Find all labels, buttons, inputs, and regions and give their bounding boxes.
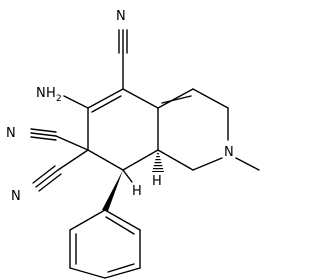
atom-n-top: N (116, 9, 126, 24)
bond-ph-inner-b (107, 263, 135, 273)
atom-n-ring: N (224, 145, 234, 160)
ring-left (87, 88, 159, 171)
atom-h-8: H (132, 184, 142, 199)
bond-c5-c6 (87, 88, 124, 109)
bond-c8-c8a (122, 149, 159, 171)
stereo-h-8a: H (152, 150, 164, 189)
atom-n-left-lower: N (11, 189, 21, 204)
bond-triple-lower-a (32, 165, 56, 184)
bond-c7-cn-upper (55, 135, 89, 151)
atom-h-8a: H (152, 174, 162, 189)
bond-c7-c8 (87, 149, 124, 171)
bond-c7-cn-lower (57, 149, 89, 171)
bond-n-methyl (235, 157, 260, 171)
phenyl-c8 (69, 170, 141, 279)
bond-triple-upper-b (30, 132, 57, 137)
bond-c8-h (122, 169, 133, 183)
bond-ph-3-4 (69, 267, 106, 279)
bond-c4a-c4 (157, 88, 194, 109)
dinitrile-c7: N N (6, 126, 89, 204)
bond-c6-n (63, 95, 89, 109)
bond-triple-upper-c (30, 136, 57, 141)
atom-n-amino: N (36, 86, 46, 101)
bond-triple-lower-c (38, 173, 62, 192)
bond-ph-6-1 (104, 209, 141, 231)
ring-right: N (157, 88, 260, 171)
bond-triple-lower-b (35, 169, 59, 188)
bond-c5-c6-inner (91, 95, 122, 113)
nitrile-c5: N (116, 9, 128, 90)
bond-c1-c8a (157, 149, 194, 171)
stereo-h-8: H (122, 169, 142, 199)
bond-ph-inner-c (105, 216, 135, 235)
amino-c6: N H 2 (36, 86, 89, 109)
hashed-wedge-8a (152, 150, 164, 172)
bond-c4a-c5 (122, 88, 159, 109)
chemical-structure-diagram: N N H 2 N (6, 9, 260, 279)
atom-h-amino-count: 2 (56, 94, 62, 104)
bond-ph-1-2 (69, 209, 106, 231)
atom-n-left-upper: N (6, 126, 16, 141)
bond-c4-c3 (192, 88, 229, 109)
bold-wedge-c8-phenyl (102, 170, 123, 211)
atom-h-amino: H (46, 86, 56, 101)
bond-n2-c1 (192, 157, 223, 171)
bond-c4a-c4-inner (161, 95, 192, 104)
bond-triple-upper-a (30, 128, 57, 133)
bond-ph-4-5 (104, 267, 141, 279)
